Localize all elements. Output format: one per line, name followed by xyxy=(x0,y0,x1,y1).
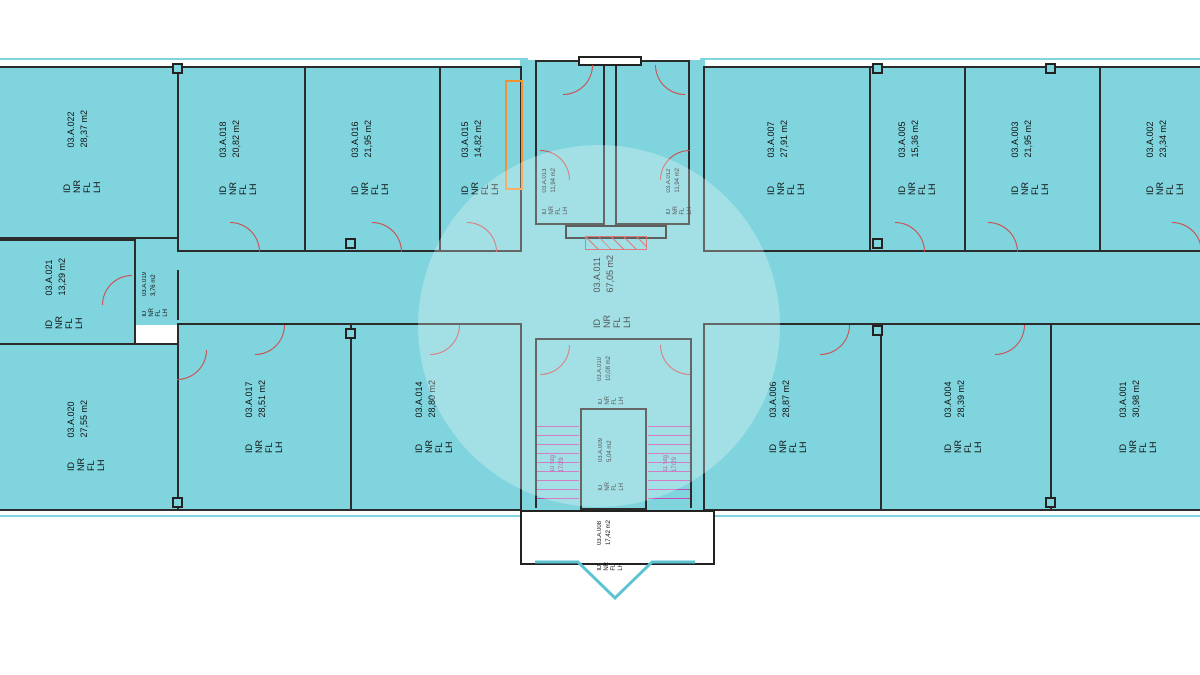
kitchenette xyxy=(505,80,523,190)
watermark-logo xyxy=(418,145,780,507)
room-03-A-017[interactable] xyxy=(177,323,352,511)
room-03-A-003[interactable] xyxy=(964,66,1101,252)
room-03-A-013[interactable] xyxy=(535,60,605,225)
room-03-A-008[interactable] xyxy=(520,510,715,565)
ventilation-shaft xyxy=(585,236,647,250)
room-03-A-022[interactable] xyxy=(0,66,179,239)
room-03-A-002[interactable] xyxy=(1099,66,1200,252)
pillar xyxy=(172,497,183,508)
room-03-A-005[interactable] xyxy=(869,66,966,252)
room-03-A-012[interactable] xyxy=(615,60,690,225)
pillar xyxy=(1045,497,1056,508)
room-03-A-001[interactable] xyxy=(1050,323,1200,511)
room-03-A-020[interactable] xyxy=(0,343,179,511)
room-03-A-014[interactable] xyxy=(350,323,522,511)
pillar xyxy=(872,63,883,74)
stairs-west xyxy=(537,418,579,503)
pillar xyxy=(345,238,356,249)
pillar xyxy=(345,328,356,339)
window-top xyxy=(578,56,642,66)
room-03-A-007[interactable] xyxy=(703,66,871,252)
room-03-A-009[interactable] xyxy=(580,408,647,510)
stairs-east xyxy=(648,418,690,503)
room-03-A-018[interactable] xyxy=(177,66,306,252)
room-03-A-006[interactable] xyxy=(703,323,882,511)
pillar xyxy=(872,325,883,336)
room-03-A-019[interactable] xyxy=(134,270,179,320)
pillar xyxy=(872,238,883,249)
pillar xyxy=(1045,63,1056,74)
pillar xyxy=(172,63,183,74)
